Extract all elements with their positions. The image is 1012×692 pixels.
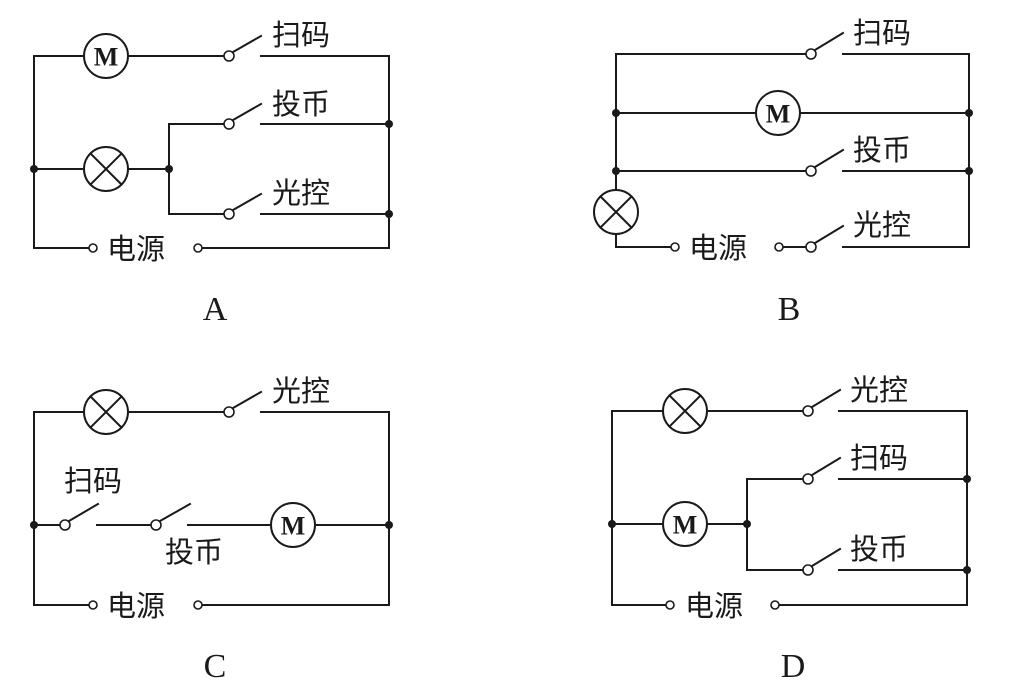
power-terminal xyxy=(670,242,680,252)
switch-light xyxy=(802,388,842,417)
wire xyxy=(33,55,92,249)
junction-dot xyxy=(385,521,393,529)
wire xyxy=(202,411,390,606)
junction-dot xyxy=(743,520,751,528)
label-power: 电源 xyxy=(685,589,743,623)
label-scan: 扫码 xyxy=(850,441,908,475)
power-terminal xyxy=(88,600,98,610)
power-terminal xyxy=(193,600,203,610)
wire xyxy=(615,233,674,248)
svg-text:M: M xyxy=(673,511,698,540)
junction-dot xyxy=(385,210,393,218)
option-label-b: B xyxy=(778,291,801,328)
lamp-symbol xyxy=(662,388,708,434)
switch-coin xyxy=(802,547,842,576)
svg-text:M: M xyxy=(94,43,119,72)
wire xyxy=(615,53,812,193)
svg-text:M: M xyxy=(766,100,791,129)
switch-light xyxy=(805,224,845,253)
wire xyxy=(611,410,669,606)
motor-symbol: M xyxy=(662,501,708,547)
label-coin: 投币 xyxy=(853,133,911,167)
switch-light xyxy=(223,390,263,418)
label-scan: 扫码 xyxy=(853,16,911,50)
junction-dot xyxy=(965,109,973,117)
junction-dot xyxy=(963,566,971,574)
wire xyxy=(777,410,968,606)
junction-dot xyxy=(385,120,393,128)
lamp-symbol xyxy=(593,189,639,235)
junction-dot xyxy=(30,165,38,173)
wire xyxy=(842,53,970,248)
wire xyxy=(202,55,390,249)
label-coin: 投币 xyxy=(165,535,223,569)
label-scan: 扫码 xyxy=(272,18,330,52)
option-label-a: A xyxy=(203,291,228,328)
switch-scan xyxy=(223,34,263,62)
junction-dot xyxy=(612,109,620,117)
circuit-d: M 光控 扫码 投币 电源 D xyxy=(608,373,971,685)
power-terminal xyxy=(665,600,675,610)
switch-coin xyxy=(150,502,192,531)
circuit-a: M 扫码 投币 光控 电源 A xyxy=(30,18,393,328)
junction-dot xyxy=(965,167,973,175)
circuit-c: M 光控 扫码 投币 电源 C xyxy=(30,374,393,685)
label-power: 电源 xyxy=(689,231,747,265)
label-light: 光控 xyxy=(853,208,911,242)
label-scan: 扫码 xyxy=(64,464,122,498)
power-terminal xyxy=(193,243,203,253)
switch-scan xyxy=(802,456,842,485)
lamp-symbol xyxy=(83,389,129,435)
junction-dot xyxy=(963,475,971,483)
junction-dot xyxy=(30,521,38,529)
switch-coin xyxy=(805,148,845,177)
switch-coin xyxy=(223,102,263,130)
label-coin: 投币 xyxy=(272,87,330,121)
junction-dot xyxy=(612,167,620,175)
circuit-b: M 扫码 投币 光控 电源 B xyxy=(593,16,973,328)
label-light: 光控 xyxy=(850,373,908,407)
power-terminal xyxy=(88,243,98,253)
option-label-d: D xyxy=(781,648,806,685)
power-terminal xyxy=(770,600,780,610)
motor-symbol: M xyxy=(270,502,316,548)
svg-text:M: M xyxy=(281,512,306,541)
label-light: 光控 xyxy=(272,176,330,210)
wire xyxy=(33,411,92,606)
junction-dot xyxy=(165,165,173,173)
switch-scan xyxy=(59,502,100,531)
switch-scan xyxy=(805,31,845,60)
motor-symbol: M xyxy=(755,90,801,136)
label-power: 电源 xyxy=(107,589,165,623)
label-power: 电源 xyxy=(107,232,165,266)
switch-light xyxy=(223,192,263,220)
lamp-symbol xyxy=(83,146,129,192)
power-terminal xyxy=(774,242,784,252)
option-label-c: C xyxy=(204,648,227,685)
motor-symbol: M xyxy=(83,33,129,79)
label-light: 光控 xyxy=(272,374,330,408)
junction-dot xyxy=(608,520,616,528)
label-coin: 投币 xyxy=(850,532,908,566)
